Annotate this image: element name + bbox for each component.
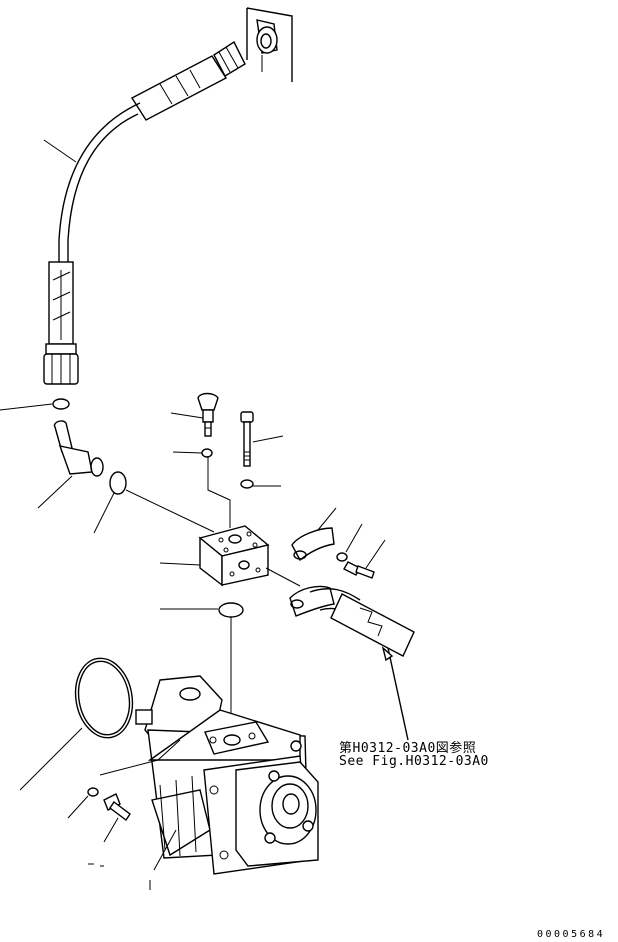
split-flange-upper (291, 507, 337, 562)
hose-bent (43, 102, 141, 262)
split-flange-lower (289, 585, 335, 617)
hydraulic-pump (135, 675, 319, 875)
upper-fitting (246, 7, 293, 82)
large-o-ring (19, 657, 134, 791)
small-seal (172, 448, 213, 458)
reference-note-ja: 第H0312-03A0図参照 (339, 741, 477, 756)
drawing-number: 00005684 (537, 929, 606, 940)
o-ring-oval (93, 471, 127, 534)
pump-washer (67, 787, 99, 819)
manifold-block (159, 525, 270, 587)
hose-end-lower (43, 261, 79, 385)
long-bolt (240, 411, 284, 467)
pump-bolt (103, 793, 131, 843)
elbow-fitting (37, 420, 104, 509)
washer (240, 479, 281, 489)
flange-gasket (160, 602, 244, 725)
lock-washer (336, 523, 363, 562)
hose-end-top (131, 40, 246, 121)
misc-ticks (88, 863, 104, 867)
pump-leaders (99, 739, 181, 890)
pressure-pipe (309, 588, 415, 741)
small-o-ring (0, 398, 70, 411)
sensor-plug (170, 392, 219, 437)
flange-bolt (343, 539, 386, 579)
reference-note-en: See Fig.H0312-03A0 (339, 754, 489, 769)
leader-lines-block (125, 456, 301, 587)
